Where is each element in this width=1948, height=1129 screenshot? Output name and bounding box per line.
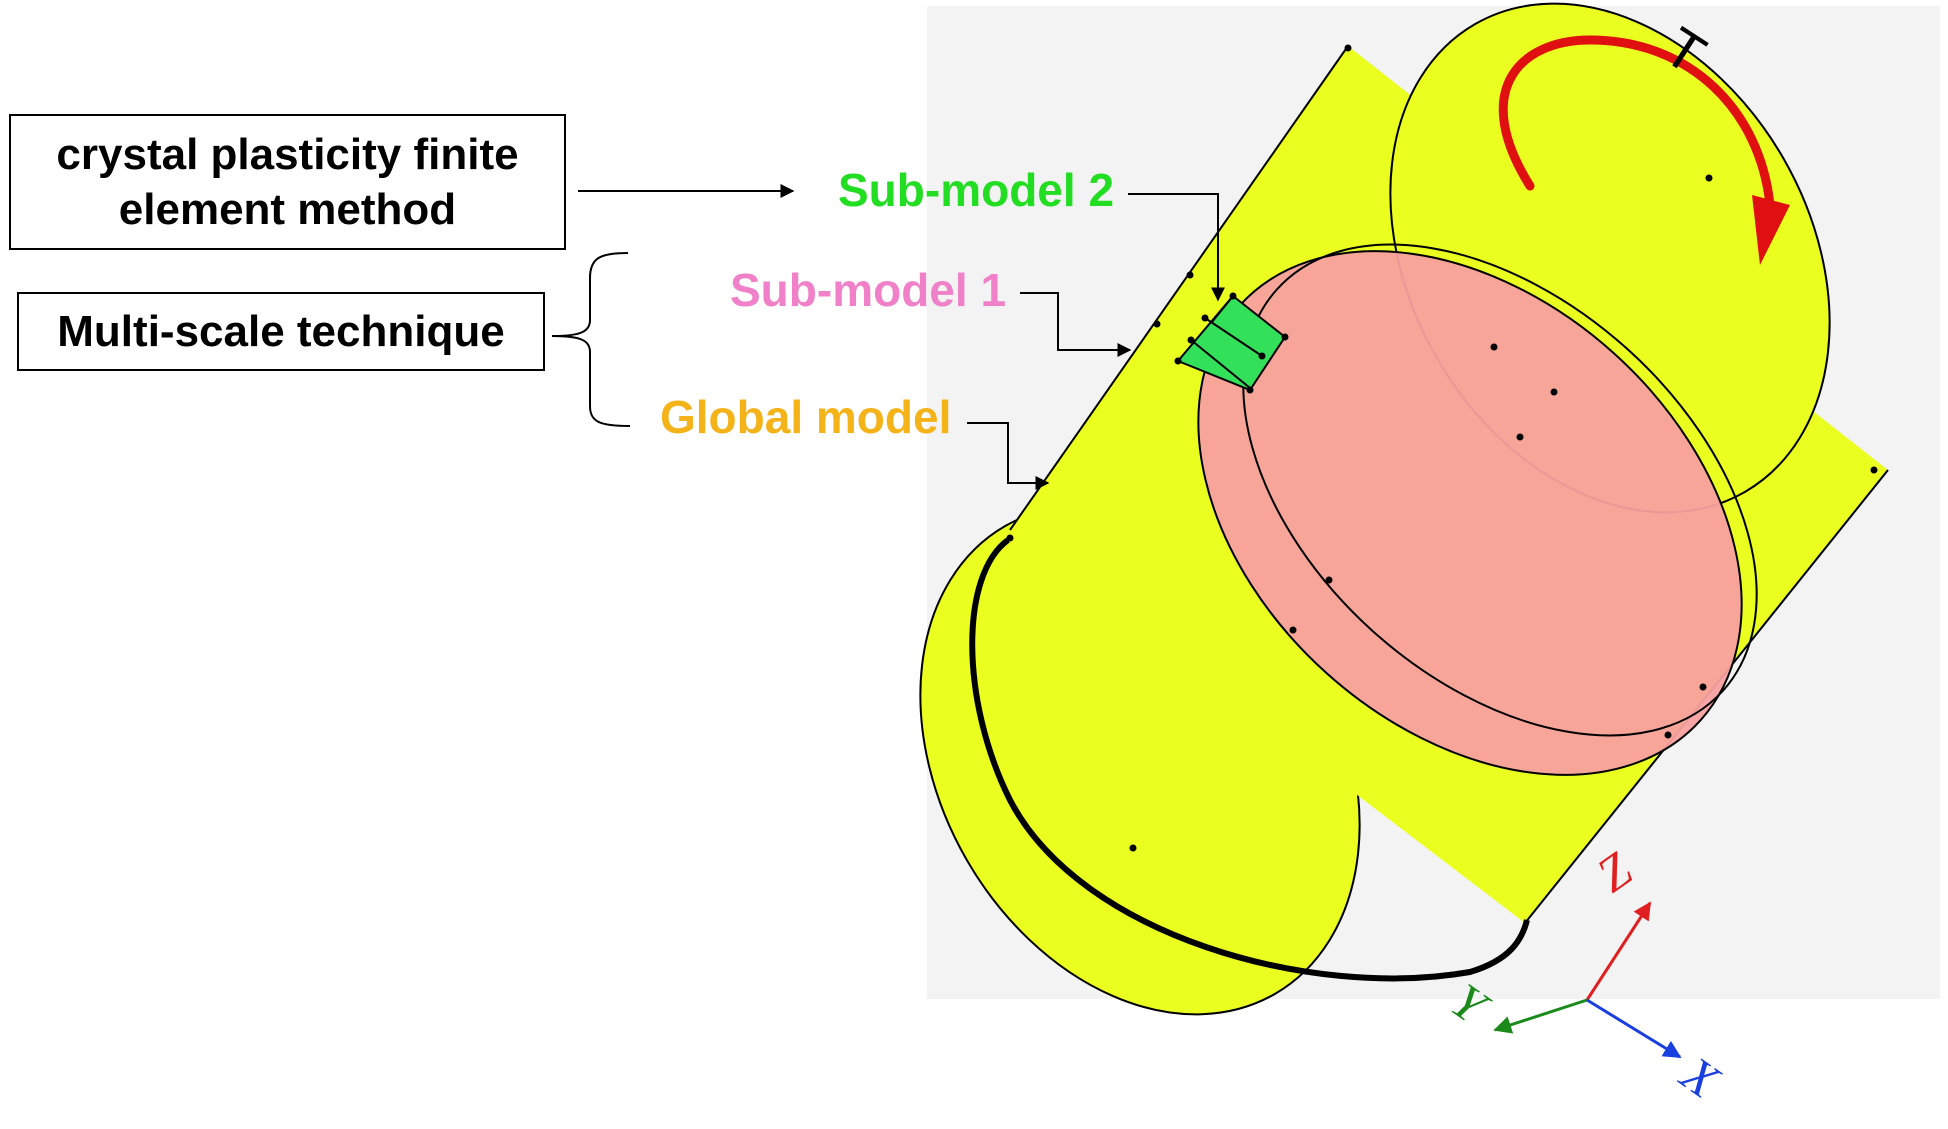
cpfem-box: crystal plasticity finite element method xyxy=(9,114,566,250)
sub-model-1-label: Sub-model 1 xyxy=(730,264,1007,316)
sub-model-1-leader xyxy=(1020,292,1132,357)
multiscale-label: Multi-scale technique xyxy=(57,306,505,356)
multiscale-brace xyxy=(551,252,631,427)
cpfem-label: crystal plasticity finite element method xyxy=(56,130,519,234)
sub-model-2-cube xyxy=(1176,294,1287,392)
coordinate-axes xyxy=(1493,901,1682,1059)
torque-arrow xyxy=(1498,35,1790,265)
global-model-label: Global model xyxy=(660,391,952,443)
sub-model-2-label: Sub-model 2 xyxy=(838,164,1115,216)
multiscale-box: Multi-scale technique xyxy=(17,292,545,371)
mesh-vertices xyxy=(1006,44,1878,852)
global-model-leader xyxy=(967,422,1050,490)
sub-model-2-leader xyxy=(1128,193,1225,302)
